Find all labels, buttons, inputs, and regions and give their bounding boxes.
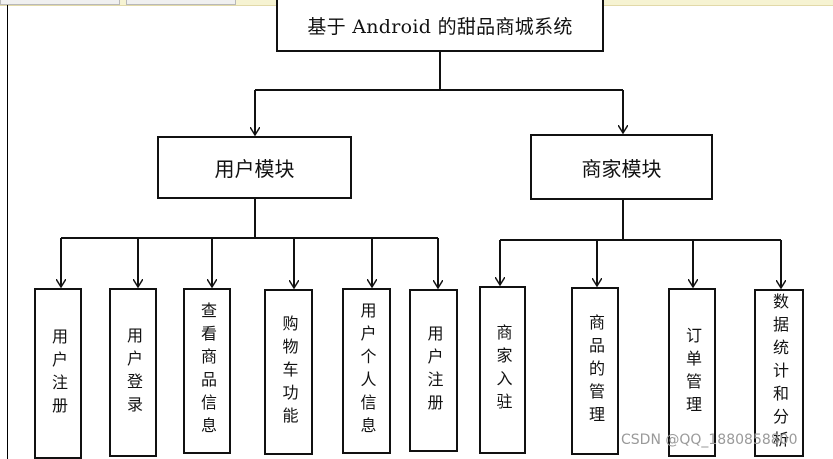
merchant-onboarding-label: 商家入驻 — [493, 324, 513, 416]
view-product-info-node: 查看商品信息 — [183, 288, 231, 454]
order-management-label: 订单管理 — [683, 326, 702, 419]
user-register-label: 用户注册 — [424, 324, 444, 417]
page-left-border — [7, 5, 8, 459]
toolbar-tab[interactable] — [126, 0, 236, 5]
merchant-onboarding-node: 商家入驻 — [479, 286, 526, 454]
merchant-module-label: 商家模块 — [581, 156, 662, 181]
shopping-cart-label: 购物车功能 — [279, 314, 299, 430]
root-node: 基于 Android 的甜品商城系统 — [276, 0, 604, 52]
data-statistics-label: 数据统计和分析 — [770, 292, 789, 454]
order-management-node: 订单管理 — [668, 288, 716, 457]
user-register-node: 用户注册 — [409, 289, 458, 452]
user-login-label: 用户登录 — [124, 326, 143, 419]
toolbar-tab[interactable] — [0, 0, 120, 5]
user-register-label: 用户注册 — [49, 327, 68, 420]
user-module-label: 用户模块 — [214, 157, 295, 181]
user-profile-node: 用户个人信息 — [342, 288, 391, 454]
data-statistics-node: 数据统计和分析 — [754, 289, 804, 457]
csdn-watermark: CSDN @QQ_1880858800 — [621, 432, 798, 448]
merchant-module-node: 商家模块 — [530, 134, 713, 200]
product-management-label: 商品的管理 — [586, 313, 605, 429]
root-node-label: 基于 Android 的甜品商城系统 — [307, 15, 573, 38]
shopping-cart-node: 购物车功能 — [264, 289, 313, 455]
user-login-node: 用户登录 — [109, 288, 157, 457]
product-management-node: 商品的管理 — [571, 287, 619, 455]
user-module-node: 用户模块 — [157, 136, 352, 199]
user-register-node: 用户注册 — [34, 288, 82, 459]
user-profile-label: 用户个人信息 — [357, 302, 377, 440]
view-product-info-label: 查看商品信息 — [198, 302, 217, 440]
